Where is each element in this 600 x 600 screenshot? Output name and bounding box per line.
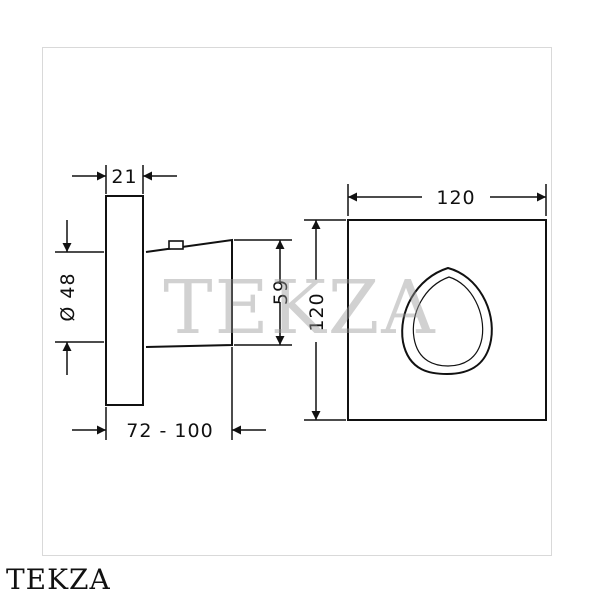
- handle-front: [401, 266, 493, 376]
- watermark-text: TEKZA: [163, 265, 437, 351]
- dim-plate-width-label: 120: [436, 187, 475, 209]
- dim-plate-height: [304, 219, 346, 421]
- side-view: [105, 195, 233, 406]
- dim-plate-height-label: 120: [306, 292, 328, 331]
- front-view: [347, 219, 547, 421]
- cover-plate-side: [105, 195, 144, 406]
- dim-body-height-label: 59: [270, 279, 292, 305]
- valve-body-side: [145, 238, 233, 348]
- drawing-frame: [42, 47, 552, 556]
- dim-plate-depth: [72, 165, 177, 194]
- handle-knob-side: [168, 240, 184, 250]
- handle-inner-contour: [412, 276, 484, 367]
- dim-body-diameter: [55, 220, 104, 375]
- brand-label: TEKZA: [6, 563, 111, 596]
- dim-plate-depth-label: 21: [111, 166, 137, 188]
- dim-body-height: [234, 239, 292, 346]
- dim-install-depth: [72, 347, 266, 440]
- dim-body-diameter-label: Ø 48: [57, 272, 79, 321]
- dim-plate-width: [347, 184, 547, 216]
- dim-install-depth-label: 72 - 100: [126, 420, 213, 442]
